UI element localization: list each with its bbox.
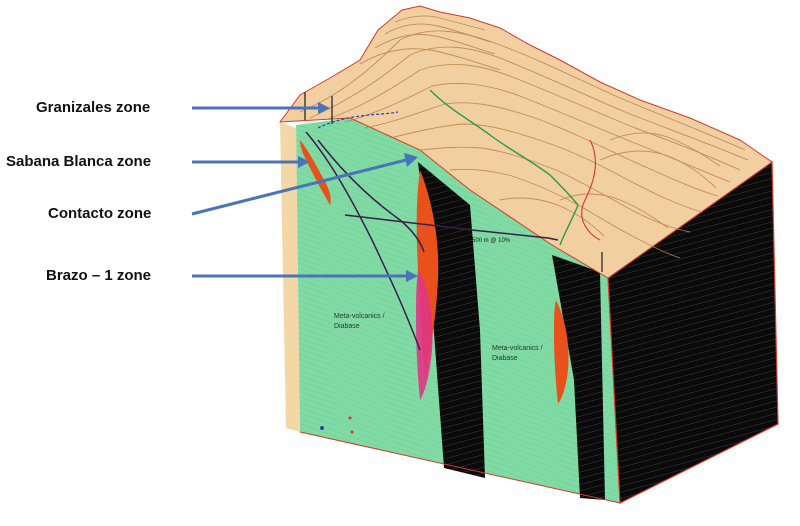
surface-green-trace — [429, 89, 579, 246]
base-markers — [320, 416, 354, 434]
meta-left-line-2: Diabase — [334, 323, 360, 330]
meta-left-line-1: Meta-volcanics / — [334, 313, 385, 320]
block-bottom-edge — [299, 423, 779, 504]
label-granizales-zone: Granizales zone — [36, 99, 151, 116]
label-contacto-zone: Contacto zone — [48, 205, 152, 222]
ore-zone-brazo — [416, 270, 433, 400]
arrowhead-granizales — [318, 102, 330, 114]
dike-2 — [552, 255, 605, 500]
scale-note: 500 m @ 10% — [472, 238, 511, 244]
surface-red-trace — [581, 139, 601, 241]
drill-collars — [304, 92, 603, 272]
structure-lines — [305, 131, 559, 351]
label-brazo-1-zone: Brazo – 1 zone — [46, 267, 152, 284]
right-side-face — [608, 162, 778, 503]
meta-right-line-2: Diabase — [492, 355, 518, 362]
arrowhead-contacto — [404, 153, 418, 167]
ore-zone-sabana — [300, 140, 331, 205]
ore-zone-right — [554, 300, 569, 404]
callout-arrows — [191, 102, 418, 282]
terrain-surface — [278, 5, 773, 279]
contour-lines — [299, 15, 749, 259]
meta-right-line-1: Meta-volcanics / — [492, 345, 543, 352]
label-sabana-blanca-zone: Sabana Blanca zone — [6, 153, 152, 170]
arrow-contacto — [191, 158, 407, 216]
granizales-dashed-trace — [317, 111, 399, 129]
arrowhead-sabana — [298, 156, 310, 168]
arrowhead-brazo — [406, 270, 418, 282]
